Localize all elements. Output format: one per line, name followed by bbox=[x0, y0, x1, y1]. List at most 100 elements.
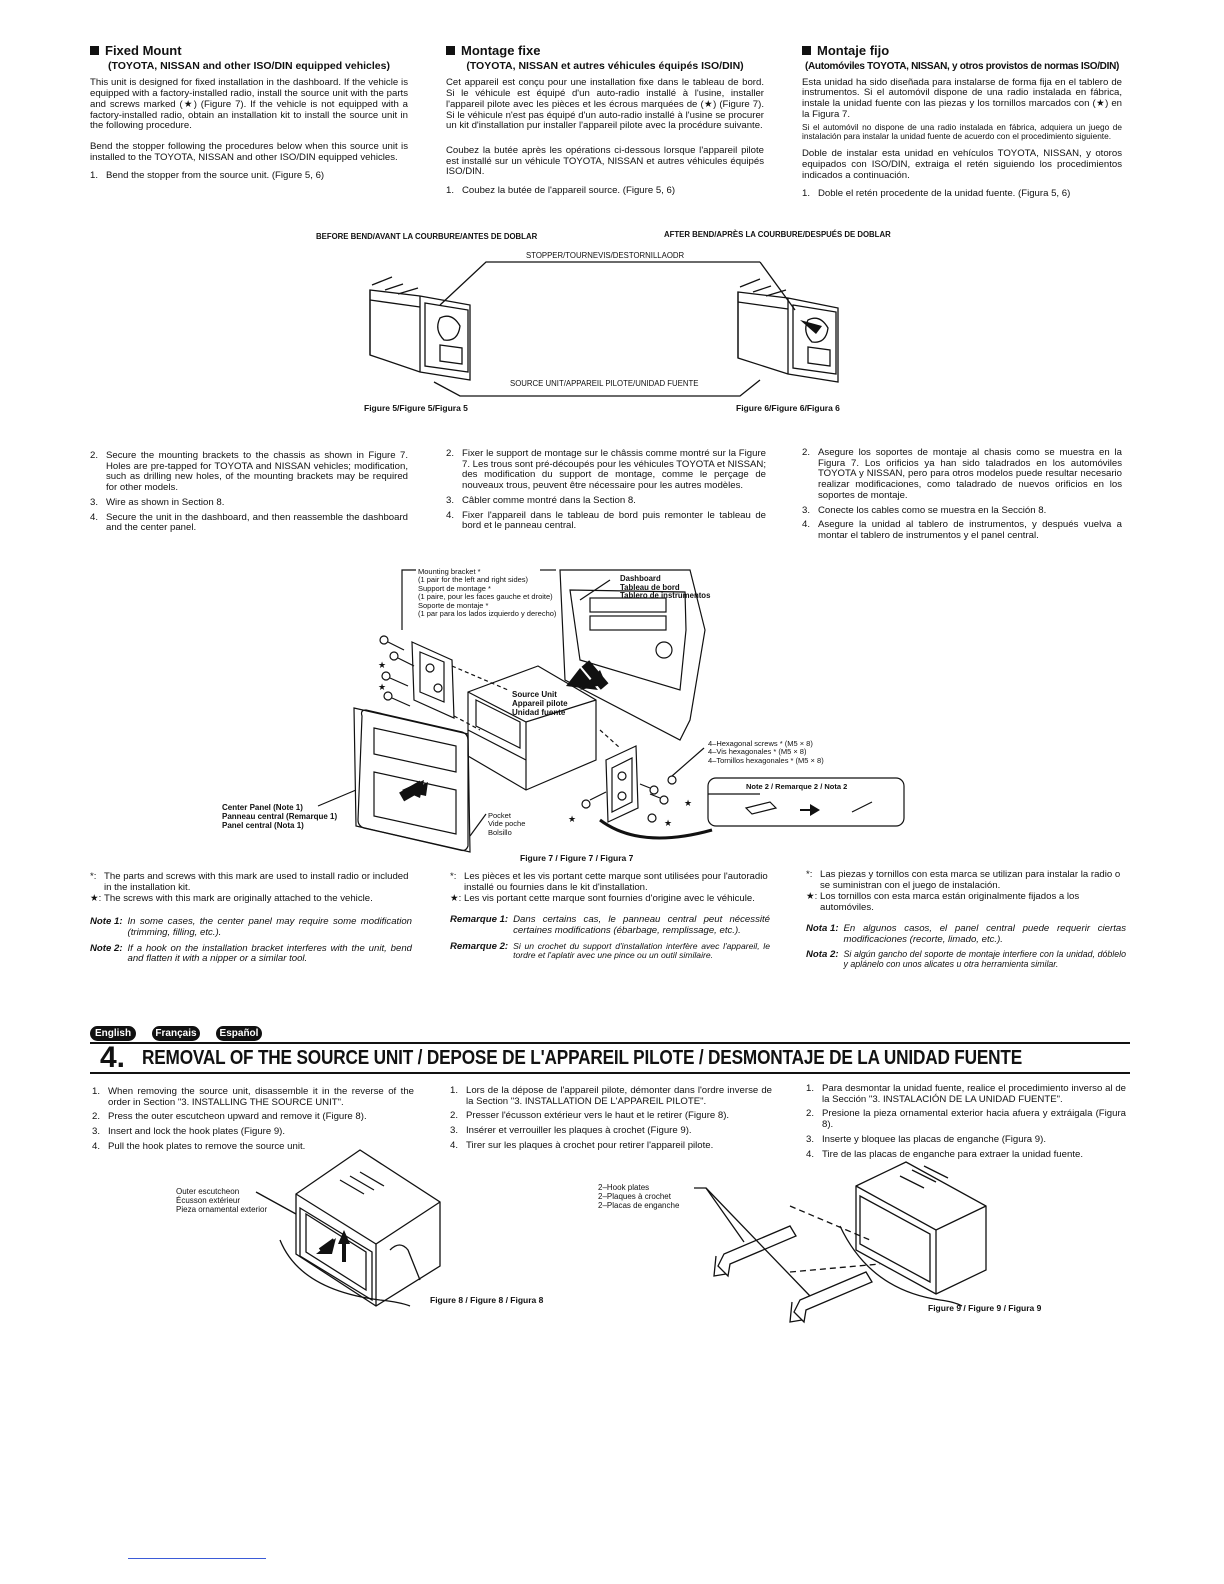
paragraph: Cet appareil est conçu pour une installa… bbox=[446, 77, 764, 132]
step-number: 2. bbox=[450, 1110, 459, 1122]
step-text: When removing the source unit, disassemb… bbox=[108, 1086, 414, 1108]
svg-text:★: ★ bbox=[568, 815, 576, 825]
steps-english: 2.Secure the mounting brackets to the ch… bbox=[90, 450, 408, 538]
step-number: 4. bbox=[90, 511, 99, 523]
caption-text: Figure 9 / Figure 9 / Figura 9 bbox=[928, 1303, 1042, 1313]
star-mark-note: ★:Los tornillos con esta marca están ori… bbox=[806, 891, 1126, 913]
steps-spanish: 2.Asegure los soportes de montaje al cha… bbox=[802, 447, 1122, 546]
symbol: *: bbox=[806, 869, 813, 880]
step-item: 2.Secure the mounting brackets to the ch… bbox=[90, 450, 408, 494]
marks-notes-french: *:Les pièces et les vis portant cette ma… bbox=[450, 871, 770, 966]
step-text: Câbler comme montré dans la Section 8. bbox=[462, 494, 636, 506]
note-2-box-label: Note 2 / Remarque 2 / Nota 2 bbox=[746, 782, 848, 791]
note-text: Dans certains cas, le panneau central pe… bbox=[513, 914, 770, 936]
label-line: 4–Vis hexagonales * (M5 × 8) bbox=[708, 747, 807, 757]
note-text: If a hook on the installation bracket in… bbox=[127, 942, 412, 965]
step-text: Insérer et verrouiller les plaques à cro… bbox=[466, 1125, 692, 1137]
step-number: 4. bbox=[92, 1140, 101, 1152]
step-number: 1. bbox=[806, 1083, 815, 1094]
caption-text: Figure 8 / Figure 8 / Figura 8 bbox=[430, 1295, 544, 1305]
step-text: Coubez la butée de l'appareil source. (F… bbox=[462, 185, 676, 197]
star-mark-note: ★:Les vis portant cette marque sont four… bbox=[450, 894, 770, 905]
column-french-fixed-mount: Montage fixe (TOYOTA, NISSAN et autres v… bbox=[446, 43, 764, 199]
asterisk-mark-note: *:Las piezas y tornillos con esta marca … bbox=[806, 869, 1126, 891]
step-number: 4. bbox=[450, 1139, 459, 1151]
section-number: 4. bbox=[100, 1041, 126, 1074]
label-line: (1 par para los lados izquierdo y derech… bbox=[418, 608, 557, 618]
step-number: 2. bbox=[92, 1111, 101, 1123]
symbol: ★: bbox=[806, 891, 818, 903]
note-label: Note 1: bbox=[90, 916, 123, 928]
step-number: 2. bbox=[446, 448, 455, 459]
step-item: 2.Fixer le support de montage sur le châ… bbox=[446, 448, 766, 492]
tab-espanol[interactable]: Español bbox=[216, 1026, 262, 1041]
step-item: 4.Pull the hook plates to remove the sou… bbox=[92, 1140, 414, 1153]
symbol: ★: bbox=[90, 893, 102, 905]
step-item: 3.Wire as shown in Section 8. bbox=[90, 497, 408, 509]
column-english-fixed-mount: Fixed Mount (TOYOTA, NISSAN and other IS… bbox=[90, 43, 408, 184]
tab-francais[interactable]: Français bbox=[152, 1026, 200, 1041]
step-number: 1. bbox=[450, 1085, 459, 1096]
step-text: Asegure la unidad al tablero de instrume… bbox=[818, 519, 1122, 542]
subheading: (Automóviles TOYOTA, NISSAN, y otros pro… bbox=[804, 60, 1120, 72]
removal-steps-french: 1.Lors de la dépose de l'appareil pilote… bbox=[450, 1085, 772, 1156]
step-number: 1. bbox=[92, 1086, 101, 1097]
step-item: 3.Insert and lock the hook plates (Figur… bbox=[92, 1126, 414, 1138]
heading-text: Montage fixe bbox=[461, 43, 541, 58]
paragraph: Esta unidad ha sido diseñada para instal… bbox=[802, 76, 1122, 120]
square-bullet-icon bbox=[90, 46, 99, 55]
figure-7-illustration: ★★ ★★★ bbox=[317, 569, 905, 853]
step-item: 3. Câbler comme montré dans la Section 8. bbox=[446, 494, 766, 507]
note-text: In some cases, the center panel may requ… bbox=[127, 916, 412, 938]
step-item: 2.Presser l'écusson extérieur vers le ha… bbox=[450, 1111, 772, 1122]
note-label: Nota 2: bbox=[806, 949, 839, 961]
step-text: Insert and lock the hook plates (Figure … bbox=[108, 1126, 286, 1138]
figure-9-caption: Figure 9 / Figure 9 / Figura 9 bbox=[928, 1303, 1042, 1314]
paragraph: Bend the stopper following the procedure… bbox=[90, 140, 408, 163]
mark-text: Les pièces et les vis portant cette marq… bbox=[464, 871, 768, 893]
step-item: 1. Para desmontar la unidad fuente, reali… bbox=[806, 1083, 1126, 1105]
figure-8-illustration bbox=[255, 1149, 441, 1307]
heading-text: Montaje fijo bbox=[817, 43, 890, 58]
label-line: Panneau central (Remarque 1) bbox=[222, 811, 338, 821]
star-mark-note: ★:The screws with this mark are original… bbox=[90, 894, 412, 905]
step-text: Press the outer escutcheon upward and re… bbox=[108, 1111, 367, 1123]
figure-5-caption: Figure 5/Figure 5/Figura 5 bbox=[364, 403, 468, 414]
figure-5-6-illustration bbox=[369, 261, 839, 397]
removal-steps-english: 1. When removing the source unit, disasse… bbox=[92, 1086, 414, 1157]
note-text: Si algún gancho del soporte de montaje i… bbox=[843, 949, 1126, 970]
marks-notes-english: *:The parts and screws with this mark ar… bbox=[90, 871, 412, 970]
step-item: 3.Conecte los cables como se muestra en … bbox=[802, 504, 1122, 517]
step-number: 3. bbox=[446, 494, 455, 506]
step-number: 3. bbox=[450, 1125, 459, 1137]
figure-6-caption: Figure 6/Figure 6/Figura 6 bbox=[736, 403, 840, 414]
step-text: Conecte los cables como se muestra en la… bbox=[818, 504, 1047, 516]
figure-8-caption: Figure 8 / Figure 8 / Figura 8 bbox=[430, 1295, 544, 1306]
label-line: Bolsillo bbox=[488, 827, 512, 837]
square-bullet-icon bbox=[446, 46, 455, 55]
step-item: 3. Insérer et verrouiller les plaques à c… bbox=[450, 1125, 772, 1137]
label-line: Dashboard bbox=[620, 574, 661, 583]
step-text: Secure the mounting brackets to the chas… bbox=[106, 450, 408, 494]
step-number: 4. bbox=[802, 519, 811, 531]
step-text: Doble el retén procedente de la unidad f… bbox=[818, 188, 1071, 200]
symbol: *: bbox=[90, 871, 97, 882]
tab-english[interactable]: English bbox=[90, 1026, 136, 1041]
label-line: Mounting bracket * bbox=[418, 567, 481, 576]
label-line: Écusson extérieur bbox=[176, 1195, 241, 1205]
symbol: ★: bbox=[450, 893, 462, 905]
step-item: 2.Asegure los soportes de montaje al cha… bbox=[802, 447, 1122, 502]
label-line: Tableau de bord bbox=[620, 582, 680, 592]
label-line: Outer escutcheon bbox=[176, 1187, 240, 1196]
label-line: (1 pair for the left and right sides) bbox=[418, 575, 529, 585]
svg-text:★: ★ bbox=[684, 799, 692, 809]
mark-text: The screws with this mark are originally… bbox=[104, 893, 373, 905]
asterisk-mark-note: *:The parts and screws with this mark ar… bbox=[90, 871, 412, 893]
label-line: 2–Hook plates bbox=[598, 1183, 650, 1192]
step-text: Para desmontar la unidad fuente, realice… bbox=[822, 1083, 1126, 1105]
step-item: 2.Presione la pieza ornamental exterior … bbox=[806, 1108, 1126, 1130]
label-line: (1 paire, pour les faces gauche et droit… bbox=[418, 592, 553, 602]
section-4-header: 4. REMOVAL OF THE SOURCE UNIT / DEPOSE D… bbox=[90, 1042, 1130, 1074]
step-text: Fixer l'appareil dans le tableau de bord… bbox=[462, 509, 766, 532]
